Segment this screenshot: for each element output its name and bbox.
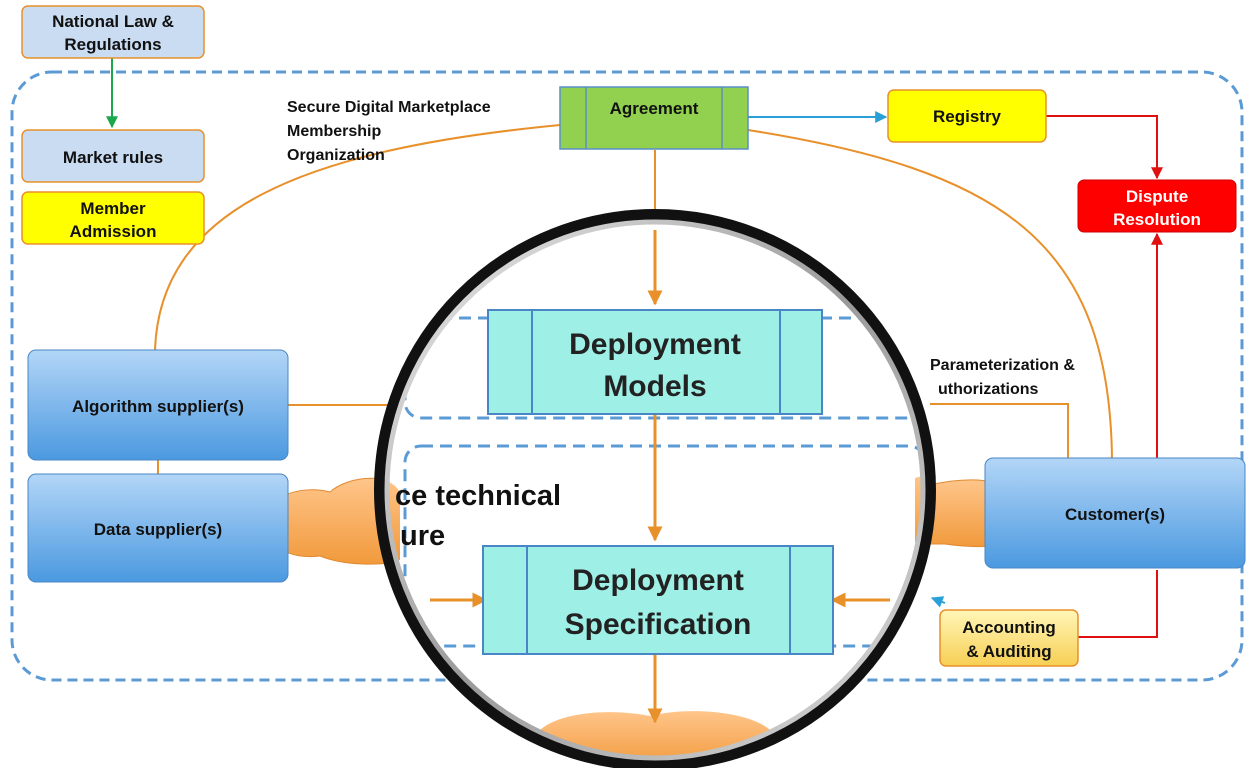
member-admission-line1: Member — [80, 199, 146, 218]
deployment-models-box: Deployment Models — [487, 309, 823, 415]
parameterization-label: Parameterization & uthorizations — [930, 357, 1075, 398]
market-rules-label: Market rules — [63, 148, 163, 167]
agreement-box: Agreement — [559, 86, 749, 150]
deployment-spec-line2: Specification — [565, 608, 752, 641]
organization-line3: Organization — [287, 147, 385, 164]
national-law-line2: Regulations — [64, 35, 161, 54]
customer-box: Customer(s) — [984, 457, 1246, 569]
algorithm-supplier-box: Algorithm supplier(s) — [27, 349, 289, 461]
organization-label: Secure Digital Marketplace Membership Or… — [287, 99, 491, 164]
connector-customer-accounting — [1078, 570, 1158, 638]
national-law-box: National Law & Regulations — [21, 5, 205, 59]
accounting-line1: Accounting — [962, 618, 1056, 637]
algorithm-supplier-label: Algorithm supplier(s) — [72, 397, 244, 416]
marketplace-boundary — [10, 70, 1244, 682]
arrow-accounting — [930, 596, 946, 608]
market-rules-box: Market rules — [21, 129, 205, 183]
data-supplier-box: Data supplier(s) — [27, 473, 289, 583]
magnifier-lens: ce technical ure Deployment Models D — [374, 209, 936, 768]
customer-label: Customer(s) — [1065, 505, 1165, 524]
parameterization-line1: Parameterization & — [930, 357, 1075, 374]
deployment-models-line2: Models — [603, 370, 706, 403]
technical-infra-boundary — [403, 444, 925, 648]
deployment-models-line1: Deployment — [569, 328, 741, 361]
data-supplier-label: Data supplier(s) — [94, 520, 222, 539]
parameterization-line2: uthorizations — [938, 381, 1039, 398]
magnifier-rim-outer — [374, 209, 936, 768]
connector-param-customer — [930, 403, 1069, 458]
dispute-line1: Dispute — [1126, 187, 1188, 206]
technical-infra-line2: ure — [400, 520, 445, 552]
organization-line2: Membership — [287, 123, 381, 140]
arc-agreement-algorithm — [154, 124, 561, 351]
registry-label: Registry — [933, 107, 1002, 126]
arc-agreement-customer — [747, 129, 1113, 461]
organization-line1: Secure Digital Marketplace — [287, 99, 491, 116]
member-admission-box: Member Admission — [21, 191, 205, 245]
deployment-spec-line1: Deployment — [572, 564, 744, 597]
dispute-resolution-box: Dispute Resolution — [1077, 179, 1237, 233]
arrow-registry-to-dispute — [1046, 115, 1163, 180]
registry-box: Registry — [887, 89, 1047, 143]
deployment-specification-box: Deployment Specification — [482, 545, 834, 655]
accounting-box: Accounting & Auditing — [939, 609, 1079, 667]
accounting-line2: & Auditing — [966, 642, 1051, 661]
national-law-line1: National Law & — [52, 12, 174, 31]
agreement-label: Agreement — [610, 99, 699, 118]
technical-infra-line1: ce technical — [395, 480, 561, 512]
dispute-line2: Resolution — [1113, 210, 1201, 229]
magnifier-rim-inner — [384, 219, 926, 761]
member-admission-line2: Admission — [70, 222, 157, 241]
